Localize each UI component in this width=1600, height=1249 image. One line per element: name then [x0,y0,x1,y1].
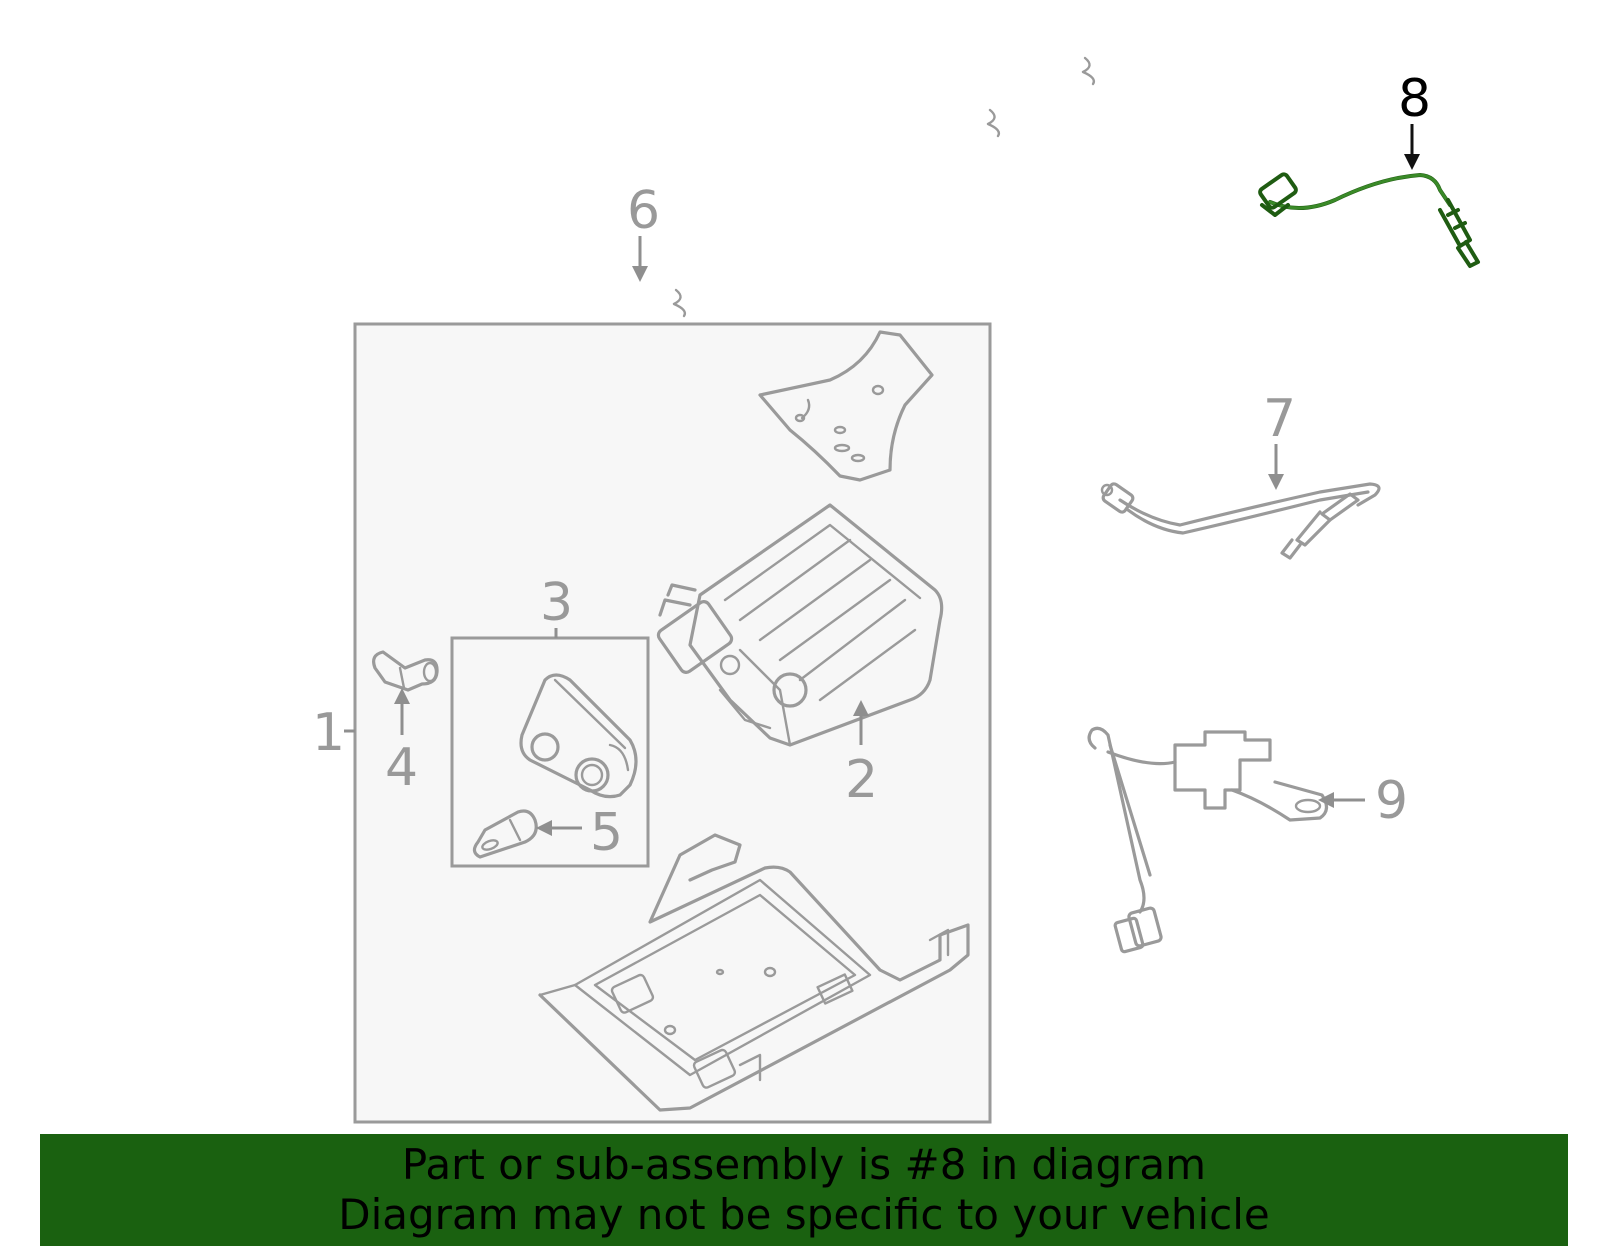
leader-8 [1404,124,1420,170]
leader-2 [853,700,869,745]
callout-7: 7 [1263,389,1296,449]
banner-line-2: Diagram may not be specific to your vehi… [338,1190,1270,1239]
canister-tray[interactable] [538,833,970,1112]
callout-6: 6 [627,181,660,241]
banner-line-1: Part or sub-assembly is #8 in diagram [401,1140,1207,1189]
part-8-oxygen-sensor-highlighted[interactable] [1258,172,1480,268]
part-4-elbow-connector[interactable] [372,650,439,692]
leader-7 [1268,444,1284,490]
callout-3: 3 [540,573,573,633]
part-7-oxygen-sensor[interactable] [1100,482,1381,560]
leader-6 [632,236,648,282]
callout-2: 2 [845,750,878,810]
callout-5: 5 [590,803,623,863]
leader-9 [1318,792,1365,808]
leader-5 [536,820,582,836]
leader-4 [394,688,410,735]
part-2-vapor-canister[interactable] [656,503,944,747]
part-5-fitting[interactable] [472,809,538,859]
info-banner: Part or sub-assembly is #8 in diagram Di… [40,1134,1568,1246]
callout-8: 8 [1398,69,1431,129]
callout-4: 4 [385,738,418,798]
part-3-purge-valve[interactable] [519,673,638,799]
callout-1: 1 [312,703,345,763]
part-6-vent-tube[interactable] [227,20,1125,382]
part-9-level-sensor[interactable] [1087,726,1329,954]
callout-9: 9 [1375,771,1408,831]
assembly-box-part-1 [353,322,992,1124]
mounting-bracket[interactable] [758,330,934,482]
